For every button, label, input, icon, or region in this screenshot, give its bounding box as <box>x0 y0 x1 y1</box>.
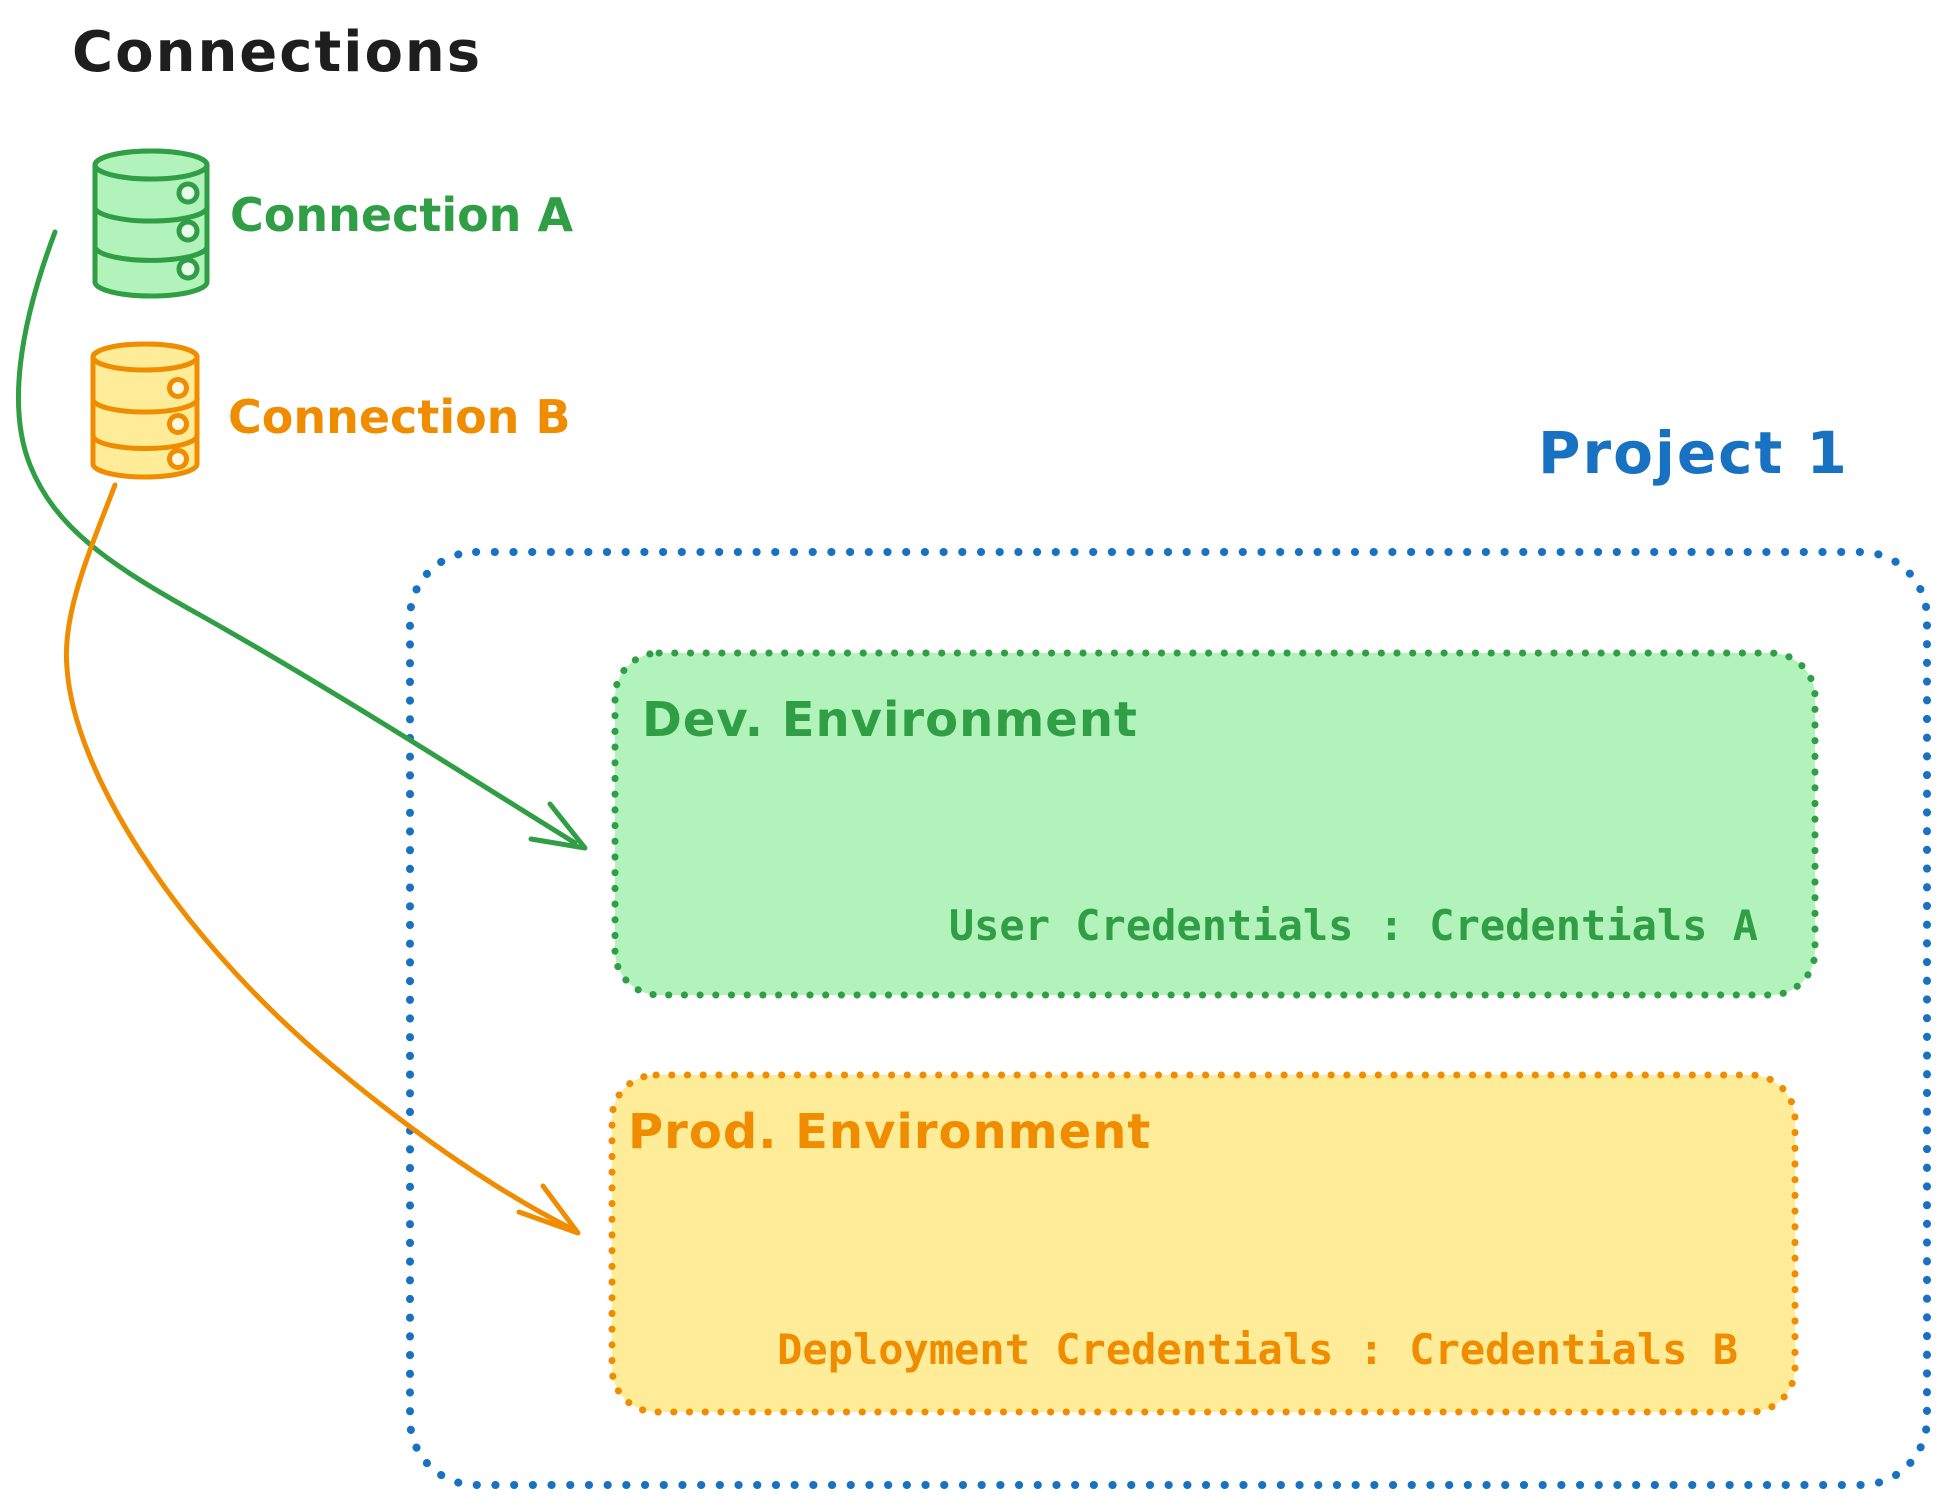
connection-b-arrowhead <box>516 1183 581 1236</box>
prod-environment-title: Prod. Environment <box>628 1104 1152 1160</box>
dev-environment-title: Dev. Environment <box>642 692 1138 748</box>
connection-b-label: Connection B <box>228 390 571 444</box>
dev-environment-box <box>611 649 1819 999</box>
database-icon-connection-b <box>90 341 200 480</box>
dev-environment-credentials: User Credentials : Credentials A <box>948 901 1758 950</box>
project-container-border <box>406 548 1931 1489</box>
diagram-title: Connections <box>72 20 483 85</box>
connection-b-arrow <box>63 482 581 1236</box>
prod-environment-box <box>608 1071 1799 1416</box>
project-title: Project 1 <box>1538 419 1849 487</box>
prod-environment-credentials: Deployment Credentials : Credentials B <box>777 1325 1738 1374</box>
database-icon-connection-a <box>92 148 210 299</box>
connection-a-arrowhead <box>528 801 588 851</box>
connection-a-label: Connection A <box>230 188 574 242</box>
connection-a-arrow <box>15 229 588 851</box>
